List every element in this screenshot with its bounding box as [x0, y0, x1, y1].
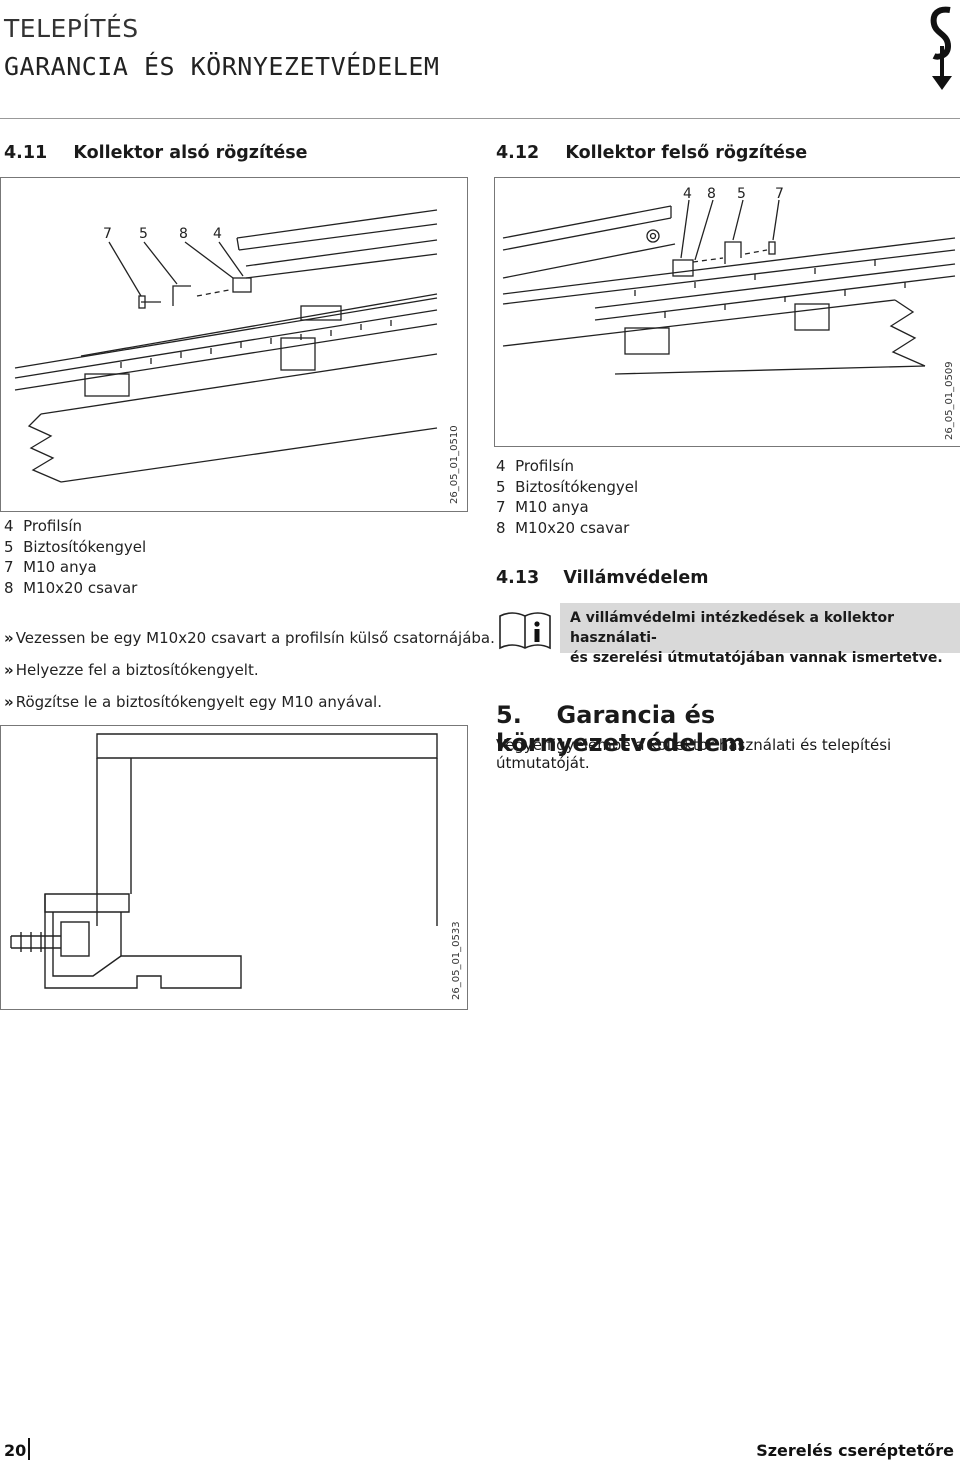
note-line-1: A villámvédelmi intézkedések a kollektor… [570, 610, 895, 646]
figure-rail-profile-id: 26_05_01_0533 [451, 921, 462, 1000]
legend-412: 4 Profilsín 5 Biztosítókengyel 7 M10 any… [496, 456, 638, 538]
header-divider [0, 118, 960, 119]
section-5-heading: 5. Garancia és környezetvédelem [496, 701, 960, 757]
section-413-number: 4.13 [496, 568, 540, 588]
section-413-title: Villámvédelem [563, 568, 709, 588]
legend-412-item: 5 Biztosítókengyel [496, 477, 639, 496]
section-5-body: Vegye figyelembe a kollektor használati … [496, 736, 892, 772]
figure-412-id: 26_05_01_0509 [944, 361, 955, 440]
legend-411-item: 5 Biztosítókengyel [4, 537, 147, 556]
legend-412-item: 7 M10 anya [496, 498, 589, 516]
figure-411-id: 26_05_01_0510 [449, 425, 460, 504]
info-book-icon [496, 606, 554, 654]
header-title-line2: GARANCIA ÉS KÖRNYEZETVÉDELEM [4, 52, 440, 81]
figure-412-callout-5: 5 [737, 186, 746, 202]
figure-411-callout-7: 7 [103, 226, 112, 242]
header-title-line1: TELEPÍTÉS [4, 14, 139, 43]
figure-412-callout-8: 8 [707, 186, 716, 202]
section-411-number: 4.11 [4, 143, 48, 163]
legend-412-item: 8 M10x20 csavar [496, 518, 630, 537]
footer-page-number: 20 [4, 1441, 27, 1460]
note-text: A villámvédelmi intézkedések a kollektor… [570, 608, 960, 668]
figure-411-callout-8: 8 [179, 226, 188, 242]
note-line-2: és szerelési útmutatójában vannak ismert… [570, 650, 943, 666]
brand-s-logo-icon [928, 6, 956, 92]
step-1: »Vezessen be egy M10x20 csavart a profil… [4, 629, 495, 647]
footer-title: Szerelés cseréptetőre [756, 1441, 954, 1460]
figure-411-callout-4: 4 [213, 226, 222, 242]
section-5-title: Garancia és környezetvédelem [496, 701, 746, 757]
section-412-heading: 4.12 Kollektor felső rögzítése [496, 143, 807, 163]
legend-411-item: 8 M10x20 csavar [4, 578, 138, 597]
note-box [560, 603, 960, 653]
figure-412-callout-7: 7 [775, 186, 784, 202]
section-411-heading: 4.11 Kollektor alsó rögzítése [4, 143, 308, 163]
legend-411: 4 Profilsín 5 Biztosítókengyel 7 M10 any… [4, 516, 146, 598]
figure-rail-profile [0, 725, 468, 1010]
figure-lower-fixing: 7 5 8 4 [0, 177, 468, 512]
step-2: »Helyezze fel a biztosítókengyelt. [4, 661, 259, 679]
legend-411-item: 7 M10 anya [4, 558, 97, 576]
figure-upper-fixing: 4 8 5 7 [494, 177, 960, 447]
step-3: »Rögzítse le a biztosítókengyelt egy M10… [4, 693, 382, 711]
section-413-heading: 4.13 Villámvédelem [496, 568, 708, 588]
footer-divider [28, 1438, 30, 1460]
legend-412-item: 4 Profilsín [496, 457, 574, 475]
section-411-title: Kollektor alsó rögzítése [73, 143, 308, 163]
figure-412-callout-4: 4 [683, 186, 692, 202]
figure-411-callout-5: 5 [139, 226, 148, 242]
legend-411-item: 4 Profilsín [4, 517, 82, 535]
section-412-number: 4.12 [496, 143, 540, 163]
section-5-number: 5. [496, 701, 522, 729]
section-412-title: Kollektor felső rögzítése [565, 143, 808, 163]
